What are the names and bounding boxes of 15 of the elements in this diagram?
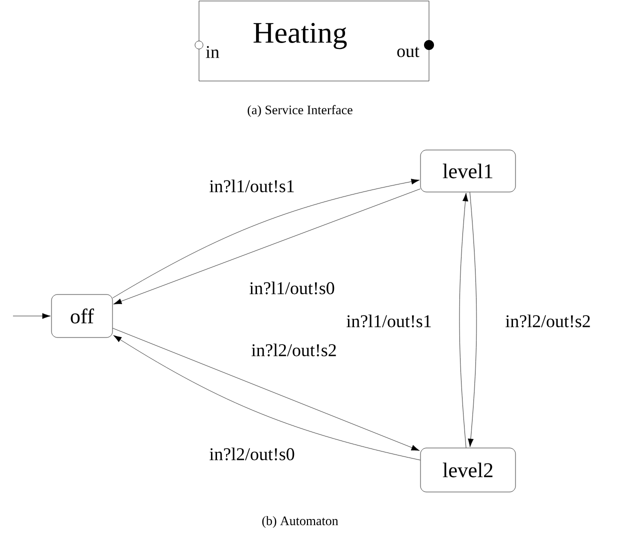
caption: (a) Service Interface [248, 105, 352, 117]
component-box: Heating in out [198, 0, 430, 82]
arrow [12, 313, 51, 319]
state-box: level1 [420, 150, 516, 192]
edge-label: in?l2/out!s2 [250, 342, 338, 358]
arrow [468, 192, 477, 448]
edge-label: in?l1/out!s1 [345, 314, 433, 328]
state-box: off [51, 294, 113, 338]
edge-label: in?l1/out!s1 [208, 178, 296, 194]
edge-label: in?l2/out!s2 [504, 314, 592, 328]
edge-label: in?l2/out!s0 [208, 446, 296, 462]
edge-label: in?l1/out!s0 [248, 280, 336, 296]
state-box: level2 [420, 448, 516, 492]
caption: (b) Automaton [262, 516, 338, 528]
arrow [459, 192, 468, 448]
